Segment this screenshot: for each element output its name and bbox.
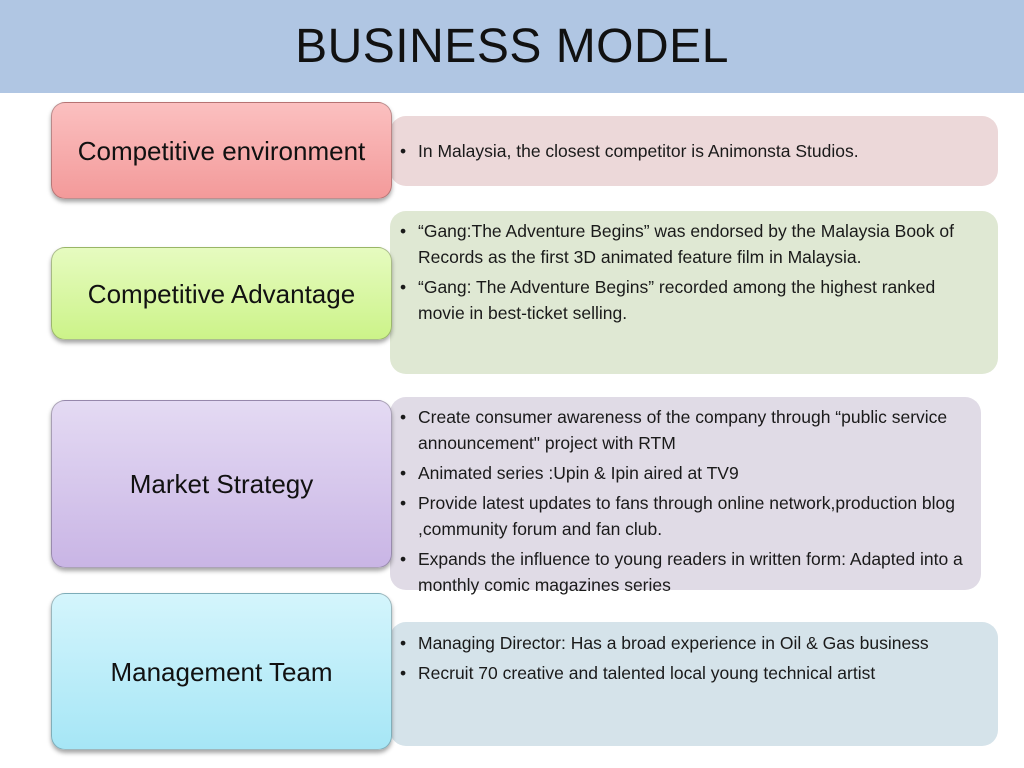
competitive-environment-panel: In Malaysia, the closest competitor is A… xyxy=(390,116,998,186)
management-team-label: Management Team xyxy=(110,656,333,687)
market-strategy-label: Market Strategy xyxy=(129,469,314,499)
competitive-advantage-label: Competitive Advantage xyxy=(87,278,356,309)
bullet-item: “Gang: The Adventure Begins” recorded am… xyxy=(398,274,984,326)
bullet-item: Provide latest updates to fans through o… xyxy=(398,490,967,542)
bullet-item: Recruit 70 creative and talented local y… xyxy=(398,660,984,686)
management-team-panel: Managing Director: Has a broad experienc… xyxy=(390,622,998,746)
bullet-item: Expands the influence to young readers i… xyxy=(398,546,967,598)
title-bar: BUSINESS MODEL xyxy=(0,0,1024,93)
bullet-item: “Gang:The Adventure Begins” was endorsed… xyxy=(398,218,984,270)
management-team-box: Management Team xyxy=(51,593,392,750)
market-strategy-panel: Create consumer awareness of the company… xyxy=(390,397,981,595)
competitive-advantage-panel: “Gang:The Adventure Begins” was endorsed… xyxy=(390,211,998,374)
bullet-item: In Malaysia, the closest competitor is A… xyxy=(398,138,984,164)
bullet-item: Create consumer awareness of the company… xyxy=(398,404,967,456)
bullet-item: Animated series :Upin & Ipin aired at TV… xyxy=(398,460,967,486)
competitive-environment-box: Competitive environment xyxy=(51,102,392,199)
slide-title: BUSINESS MODEL xyxy=(295,20,729,73)
competitive-advantage-box: Competitive Advantage xyxy=(51,247,392,340)
bullet-item: Managing Director: Has a broad experienc… xyxy=(398,630,984,656)
market-strategy-box: Market Strategy xyxy=(51,400,392,568)
competitive-environment-label: Competitive environment xyxy=(77,135,366,166)
